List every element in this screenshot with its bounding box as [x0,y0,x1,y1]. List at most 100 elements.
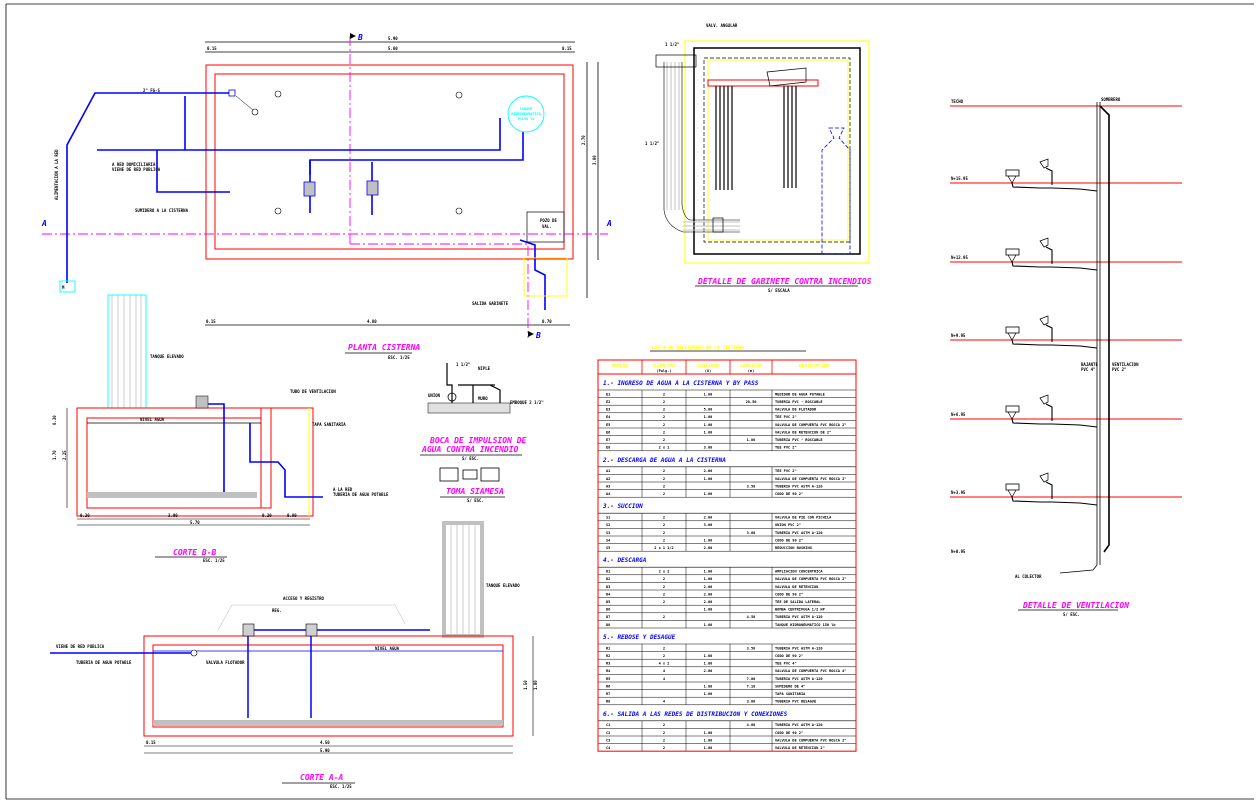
table-cell: CODO DE 90 2" [775,538,803,542]
vent-circle [251,108,259,116]
sink-icon [1039,394,1049,405]
table-section-title: 6.- SALIDA A LAS REDES DE DISTRIBUCION Y… [603,711,788,718]
table-cell: 3.00 [747,531,756,535]
table-cell: 2.00 [704,585,713,589]
vent-label: AL COLECTOR [1015,574,1042,579]
plan-label: 2" FG-S [143,88,160,93]
pipe-inlet [66,92,232,283]
toilet-bowl [1007,254,1017,263]
aa-tank-lines [450,523,476,636]
table-cell: 2 [663,592,665,596]
table-cell: TEE PVC 2" [775,446,797,450]
bb-label: TUBO DE VENTILACION [290,389,336,394]
aa-label: NIVEL AGUA [375,646,400,651]
siamese-label: MURO [478,396,488,401]
table-cell: C4 [606,746,610,750]
table-section-title: 3.- SUCCION [602,503,643,510]
table-cell: D8 [606,623,610,627]
vent-label: VENTILACION [1112,362,1139,367]
table-cell: D7 [606,615,610,619]
table-cell: 1.00 [704,423,713,427]
dim-label: 4.50 [320,740,330,745]
table-header-cell: DIAMETRO [652,363,675,369]
dim-label: 0.20 [262,513,272,518]
sink-icon [1039,158,1049,169]
toma-box-1 [439,467,459,482]
toilet-icon [1005,405,1020,413]
table-cell: 3.50 [747,646,756,650]
table-cell: 1.00 [704,692,713,696]
dim-label: 1.80 [533,680,538,690]
dim-label: 2.70 [581,135,586,145]
table-cell: 1.00 [704,608,713,612]
table-cell: 2.00 [704,592,713,596]
section-marker-b-bottom: B [535,331,541,340]
table-cell: 1.00 [704,746,713,750]
table-cell: VALVULA DE RETENCION DE 2" [775,430,831,434]
branch-pipe [1011,496,1098,506]
siamese-title-2: AGUA CONTRA INCENDIO [421,445,519,454]
table-cell: 4 [663,700,665,704]
floor-level-label: TECHO [951,99,964,104]
cabinet-label: 1 1/2" [645,141,659,146]
sink-icon [1039,237,1049,248]
nozzle [766,67,807,87]
extinguisher [821,127,851,255]
plan-label: SUMIDERO A LA CISTERNA [135,208,189,213]
table-cell: 2 [663,531,665,535]
branch-pipe [1011,261,1098,271]
table-cell: VALVULA DE RETENCION 2" [775,746,825,750]
floor-level-label: N+12.95 [951,255,968,260]
table-cell: CODO DE 90 2" [775,592,803,596]
elevated-tank [107,294,147,409]
table-cell: 3.50 [747,484,756,488]
table-cell: 7.00 [747,677,756,681]
table-cell: R4 [606,669,610,673]
dim-label: 0.15 [207,46,217,51]
table-header-cell: DESCRIPCION [798,363,829,369]
table-cell: SUMIDERO DE 4" [775,684,805,688]
table-cell: R1 [606,646,610,650]
plan-title: PLANTA CISTERNA [348,343,420,352]
siamese-ground [427,402,511,414]
table-cell: 4 x 2 [659,662,670,666]
section-bb-title: CORTE B-B [173,548,217,557]
dim-label: 0.15 [206,319,216,324]
table-cell: MEDIDOR DE AGUA POTABLE [775,392,825,396]
bb-pipes [208,403,323,498]
dim-label: 3.00 [168,513,178,518]
section-bb-view: TANQUE ELEVADO NIVEL AGUA TUBO DE VENTIL… [52,294,389,563]
toma-scale: S/ ESC. [467,498,484,503]
dim-label: 5.60 [388,46,398,51]
table-cell: 1.00 [704,570,713,574]
table-cell: R2 [606,654,610,658]
toilet-icon [1005,169,1020,177]
table-cell: 1.00 [704,392,713,396]
table-cell: 2 [663,469,665,473]
dim-label: 5.90 [320,748,330,753]
plan-outer-wall [205,64,574,260]
toma-title: TOMA SIAMESA [446,487,504,496]
table-cell: A1 [606,469,610,473]
table-cell: 2 x 2 [659,570,670,574]
cabinet-detail: VALV. ANGULAR 1 1/2" 1 1/2" DETALLE DE G… [645,23,872,293]
bb-label: TAPA SANITARIA [312,422,346,427]
table-section-title: 2.- DESCARGA DE AGUA A LA CISTERNA [602,457,726,464]
table-cell: 2 [663,484,665,488]
bb-label: TUBERIA DE AGUA POTABLE [333,492,389,497]
pit-label: POZO DE [540,218,557,223]
bb-outer-wall [76,407,314,517]
dim-label: 0.70 [542,319,552,324]
table-cell: 2.00 [704,469,713,473]
table-cell: TANQUE HIDRONEUMATICO 150 lb [775,623,836,627]
pipe-well [519,239,546,310]
table-cell: VALVULA DE COMPUERTA PVC ROSCA 2" [775,423,846,427]
table-cell: D1 [606,570,610,574]
cabinet-body [693,47,861,255]
pit-label: VAL. [542,224,552,229]
plan-label: M [62,285,65,290]
plan-pipes [66,92,546,310]
table-header-unit: (m) [748,369,755,373]
table-header-unit: (U) [705,369,712,373]
